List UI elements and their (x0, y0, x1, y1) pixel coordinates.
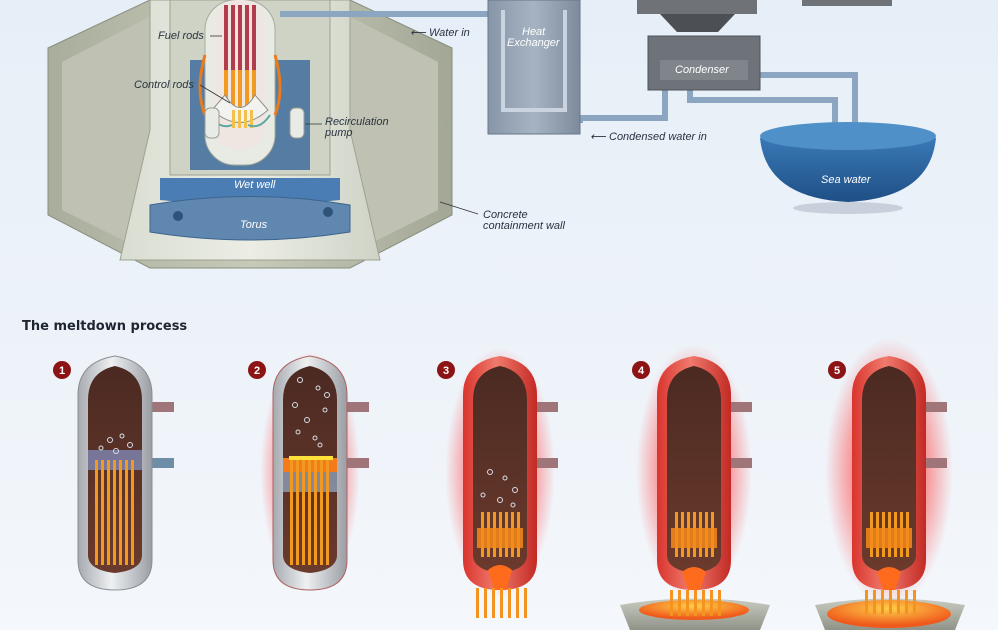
label-sea-water: Sea water (821, 174, 872, 186)
label-recirculation-pump: Recirculation pump (305, 116, 389, 139)
label-concrete-wall: Concrete containment wall (439, 201, 565, 232)
recirculation-pump-left (204, 107, 220, 139)
meltdown-stage-2: 2 (248, 352, 369, 592)
label-fuel-rods: Fuel rods (158, 30, 222, 42)
meltdown-stage-3: 3 (437, 347, 558, 618)
stage-badge (248, 361, 266, 379)
arrow-left-icon: ⟵ (590, 131, 607, 143)
svg-text:3: 3 (443, 365, 449, 377)
svg-text:2: 2 (254, 365, 260, 377)
meltdown-stage-1: 1 (53, 355, 174, 591)
containment-building (47, 0, 453, 269)
recirculation-pump-right (289, 107, 305, 139)
sea-water-bowl (760, 122, 936, 214)
meltdown-title: The meltdown process (22, 319, 187, 334)
svg-text:Condensed water in: Condensed water in (609, 131, 707, 143)
svg-text:pump: pump (324, 127, 353, 139)
meltdown-stage-5: 5 (815, 338, 965, 630)
stage-badge (53, 361, 71, 379)
svg-text:1: 1 (59, 365, 65, 377)
label-condensed-water-in: ⟵ Condensed water in (590, 131, 707, 143)
svg-text:Water in: Water in (429, 27, 470, 39)
turbine-condenser (637, 0, 892, 91)
stage-badge (828, 361, 846, 379)
svg-text:containment wall: containment wall (483, 220, 565, 232)
label-control-rods: Control rods (134, 79, 231, 104)
control-rods (232, 110, 253, 128)
label-water-in: ⟵ Water in (410, 27, 470, 39)
stage-badge (437, 361, 455, 379)
label-wet-well: Wet well (234, 179, 276, 191)
svg-text:Recirculation: Recirculation (325, 116, 389, 128)
torus (149, 196, 351, 241)
svg-text:4: 4 (638, 365, 645, 377)
label-condenser: Condenser (675, 64, 730, 76)
label-heat-exchanger: Heat Exchanger (507, 26, 561, 49)
svg-text:5: 5 (834, 365, 840, 377)
svg-text:Fuel rods: Fuel rods (158, 30, 204, 42)
fuel-rods-bundle (224, 5, 256, 110)
label-torus: Torus (240, 219, 268, 231)
svg-text:Exchanger: Exchanger (507, 37, 561, 49)
svg-text:Concrete: Concrete (483, 209, 528, 221)
arrow-left-icon: ⟵ (410, 27, 427, 39)
svg-text:Heat: Heat (522, 26, 546, 38)
meltdown-stage-4: 4 (620, 344, 770, 630)
stage-badge (632, 361, 650, 379)
svg-text:Control rods: Control rods (134, 79, 194, 91)
